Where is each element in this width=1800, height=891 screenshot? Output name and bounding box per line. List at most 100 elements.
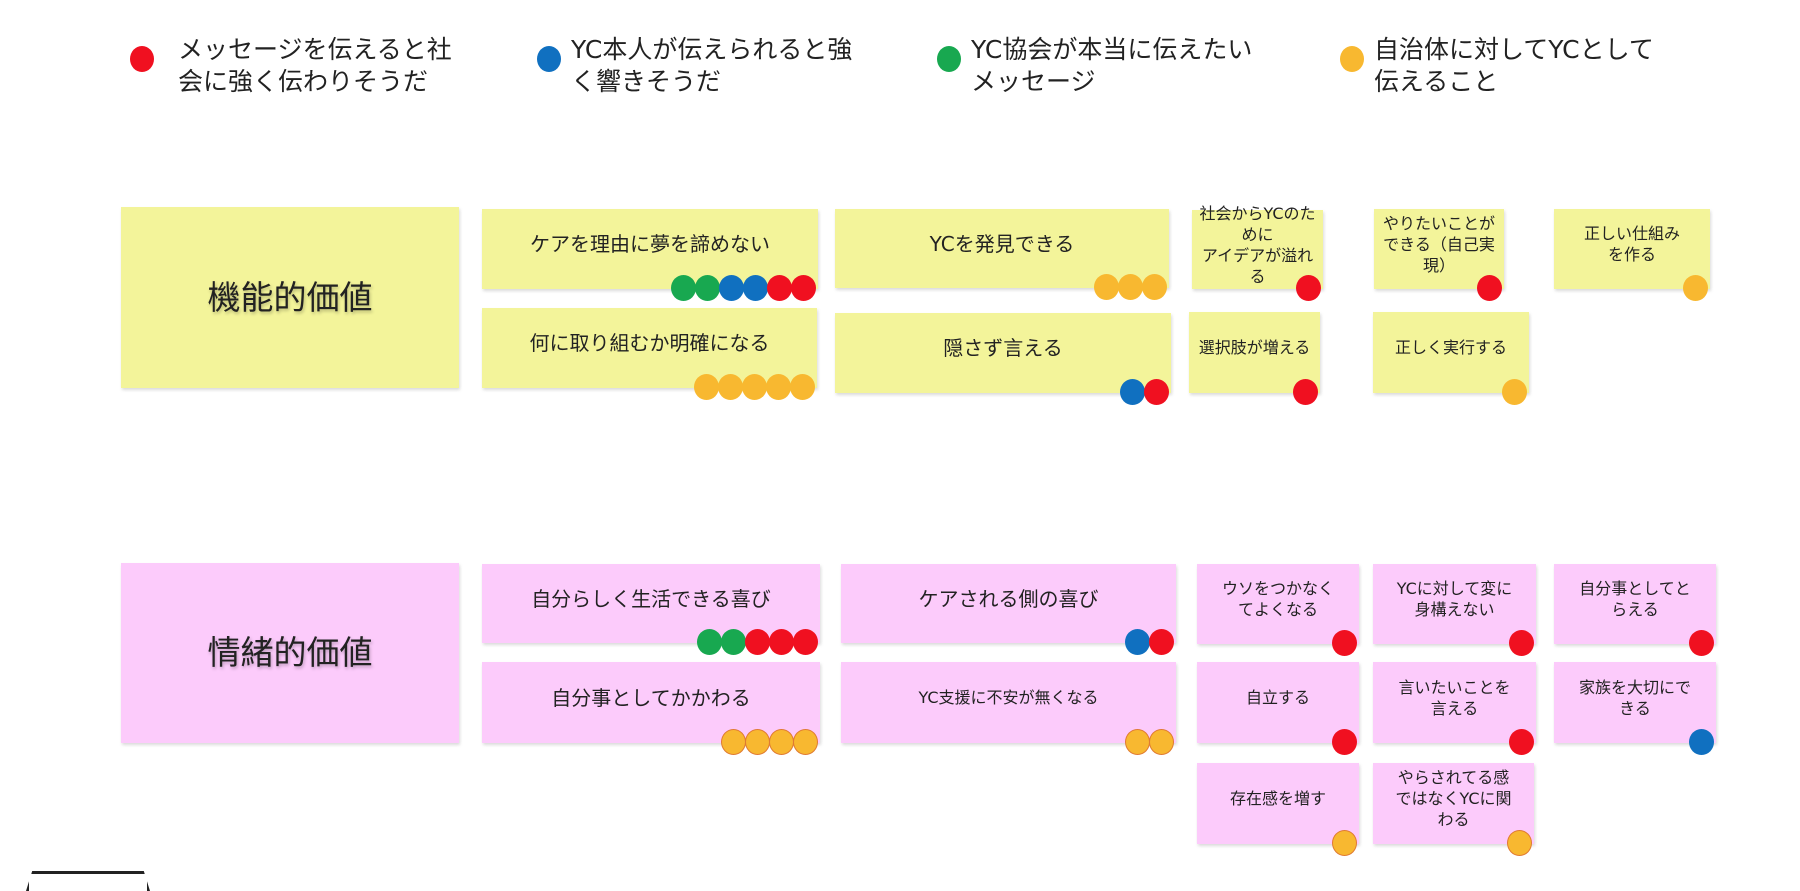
green-dot-icon[interactable] (697, 629, 722, 655)
sticky-note[interactable]: 自立する (1197, 662, 1359, 755)
sticky-note-text: 家族を大切にで きる (1578, 677, 1691, 718)
vote-dots (1689, 729, 1714, 755)
orange-dot-icon[interactable] (793, 729, 818, 755)
sticky-note-text: ケアされる側の喜び (918, 586, 1099, 611)
sticky-note[interactable]: YC支援に不安が無くなる (841, 662, 1176, 755)
sticky-note[interactable]: 自分事としてと らえる (1554, 564, 1716, 656)
red-dot-icon[interactable] (1332, 630, 1357, 656)
blue-dot-icon[interactable] (743, 275, 768, 301)
sticky-note-text: YCに対して変に 身構えない (1396, 579, 1513, 619)
red-dot-icon[interactable] (1144, 379, 1169, 405)
green-dot-icon[interactable] (721, 629, 746, 655)
orange-dot-icon[interactable] (1332, 830, 1357, 856)
emotional-value-heading[interactable]: 情緒的価値 (121, 563, 459, 743)
vote-dots (1507, 830, 1532, 856)
orange-dot-icon[interactable] (694, 374, 719, 400)
sticky-note[interactable]: 何に取り組むか明確になる (482, 308, 817, 400)
sticky-note[interactable]: 自分らしく生活できる喜び (482, 564, 820, 655)
orange-dot-icon[interactable] (745, 729, 770, 755)
sticky-note[interactable]: 選択肢が増える (1189, 312, 1320, 405)
sticky-note[interactable]: 言いたいことを 言える (1373, 662, 1536, 755)
vote-dots (1477, 275, 1502, 301)
red-dot-icon[interactable] (1332, 729, 1357, 755)
green-dot-icon[interactable] (695, 275, 720, 301)
legend-label: YC協会が本当に伝えたい メッセージ (971, 35, 1253, 96)
orange-dot-icon[interactable] (790, 374, 815, 400)
sticky-note[interactable]: ウソをつかなく てよくなる (1197, 564, 1359, 656)
vote-dots (1509, 630, 1534, 656)
orange-dot-icon[interactable] (1125, 729, 1150, 755)
vote-dots (1296, 275, 1321, 301)
sticky-note-text: 存在感を増す (1229, 789, 1326, 808)
sticky-note-text: 何に取り組むか明確になる (529, 331, 770, 355)
orange-dot-icon[interactable] (718, 374, 743, 400)
sticky-note-text: 正しく実行する (1394, 338, 1507, 357)
functional-value-heading[interactable]: 機能的価値 (121, 207, 459, 388)
red-dot-icon[interactable] (1296, 275, 1321, 301)
sticky-note[interactable]: やりたいことが できる（自己実 現） (1374, 209, 1504, 301)
sticky-note[interactable]: YCを発見できる (835, 209, 1169, 300)
red-dot-icon[interactable] (767, 275, 792, 301)
sticky-note[interactable]: ケアを理由に夢を諦めない (482, 209, 818, 301)
orange-dot-icon[interactable] (1502, 379, 1527, 405)
sticky-note-text: ケアを理由に夢を諦めない (530, 232, 770, 256)
sticky-note-text: 自分事としてと らえる (1579, 579, 1691, 619)
red-dot-icon[interactable] (1293, 379, 1318, 405)
green-dot-icon[interactable] (671, 275, 696, 301)
vote-dots (694, 374, 815, 400)
heading-label: 情緒的価値 (207, 633, 373, 672)
vote-dots (721, 729, 818, 755)
legend-label: メッセージを伝えると社 会に強く伝わりそうだ (178, 35, 452, 96)
red-dot-icon[interactable] (1509, 630, 1534, 656)
sticky-note[interactable]: 家族を大切にで きる (1554, 662, 1716, 755)
vote-dots (1125, 629, 1174, 655)
orange-dot-icon[interactable] (721, 729, 746, 755)
orange-dot-icon[interactable] (1094, 274, 1119, 300)
vote-dots (697, 629, 818, 655)
sticky-note-text: やりたいことが できる（自己実 現） (1382, 213, 1495, 275)
orange-dot-icon[interactable] (1507, 830, 1532, 856)
orange-dot-icon (1340, 46, 1364, 72)
vote-dots (1293, 379, 1318, 405)
red-dot-icon[interactable] (1149, 629, 1174, 655)
legend-item-red: メッセージを伝えると社 会に強く伝わりそうだ (130, 34, 452, 98)
legend-label: 自治体に対してYCとして 伝えること (1374, 35, 1654, 96)
red-dot-icon[interactable] (1509, 729, 1534, 755)
sticky-note[interactable]: 正しく実行する (1373, 312, 1529, 405)
sticky-note-text: 選択肢が増える (1198, 338, 1311, 357)
sticky-note-text: 正しい仕組み を作る (1583, 224, 1680, 264)
orange-dot-icon[interactable] (1142, 274, 1167, 300)
red-dot-icon[interactable] (1477, 275, 1502, 301)
red-dot-icon[interactable] (793, 629, 818, 655)
vote-dots (1120, 379, 1169, 405)
blue-dot-icon[interactable] (1125, 629, 1150, 655)
orange-dot-icon[interactable] (766, 374, 791, 400)
sticky-note[interactable]: 隠さず言える (835, 313, 1171, 405)
sticky-note[interactable]: 自分事としてかかわる (482, 662, 820, 755)
orange-dot-icon[interactable] (769, 729, 794, 755)
red-dot-icon[interactable] (1689, 630, 1714, 656)
blue-dot-icon[interactable] (1120, 379, 1145, 405)
legend-label: YC本人が伝えられると強 く響きそうだ (571, 35, 853, 96)
sticky-note[interactable]: ケアされる側の喜び (841, 564, 1176, 655)
partial-shape (26, 871, 150, 891)
sticky-note[interactable]: やらされてる感 ではなくYCに関 わる (1373, 763, 1534, 856)
sticky-note-text: 言いたいことを 言える (1398, 677, 1511, 718)
orange-dot-icon[interactable] (1149, 729, 1174, 755)
sticky-note[interactable]: 存在感を増す (1197, 763, 1359, 856)
sticky-note-text: YCを発見できる (929, 231, 1075, 256)
red-dot-icon[interactable] (769, 629, 794, 655)
red-dot-icon[interactable] (791, 275, 816, 301)
orange-dot-icon[interactable] (1683, 275, 1708, 301)
orange-dot-icon[interactable] (742, 374, 767, 400)
vote-dots (1094, 274, 1167, 300)
red-dot-icon (130, 46, 154, 72)
blue-dot-icon[interactable] (1689, 729, 1714, 755)
sticky-note[interactable]: 社会からYCのた めに アイデアが溢れる (1192, 204, 1323, 301)
orange-dot-icon[interactable] (1118, 274, 1143, 300)
legend-item-orange: 自治体に対してYCとして 伝えること (1340, 34, 1654, 98)
sticky-note[interactable]: YCに対して変に 身構えない (1373, 564, 1536, 656)
sticky-note[interactable]: 正しい仕組み を作る (1554, 209, 1710, 301)
red-dot-icon[interactable] (745, 629, 770, 655)
blue-dot-icon[interactable] (719, 275, 744, 301)
